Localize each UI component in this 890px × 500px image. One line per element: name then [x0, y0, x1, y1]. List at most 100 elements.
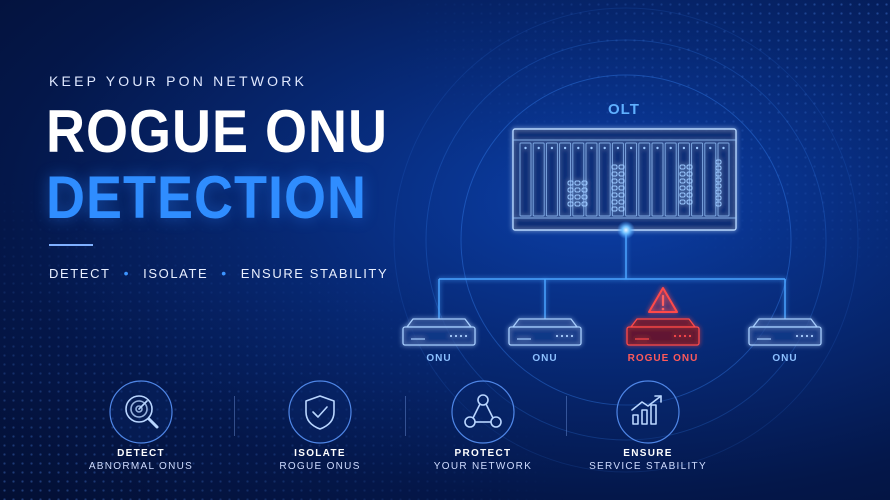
olt-led — [550, 146, 554, 150]
olt-slots — [519, 142, 730, 217]
olt-port — [581, 201, 588, 207]
olt-port — [686, 185, 693, 191]
olt-port — [715, 189, 722, 195]
olt-port — [611, 171, 618, 177]
olt-line-card — [625, 142, 638, 217]
olt-port — [686, 192, 693, 198]
olt-port — [618, 178, 625, 184]
olt-port — [686, 199, 693, 205]
olt-port — [679, 178, 686, 184]
olt-line-card — [585, 142, 598, 217]
olt-led — [643, 146, 646, 150]
olt-port — [679, 171, 686, 177]
olt-line-card — [545, 142, 558, 217]
rogue-onu-device — [626, 318, 700, 346]
olt-port — [581, 194, 588, 200]
olt-port — [686, 178, 693, 184]
tagline-ensure: ENSURE STABILITY — [240, 265, 389, 281]
olt-port — [715, 183, 722, 189]
olt-led — [524, 146, 527, 150]
feature-detect-subtitle: ABNORMAL ONUS — [88, 461, 194, 472]
halo-arc-middle — [425, 39, 827, 441]
olt-port — [618, 206, 625, 212]
olt-led — [682, 146, 686, 150]
olt-port — [679, 185, 686, 191]
feature-icon-ring-3 — [451, 380, 515, 444]
tagline-isolate: ISOLATE — [143, 265, 209, 281]
olt-led — [669, 146, 672, 150]
olt-line-card — [572, 142, 585, 217]
olt-port — [611, 192, 618, 198]
kicker-text: KEEP YOUR PON NETWORK — [49, 73, 308, 89]
onu-label-2: ONU — [532, 353, 558, 364]
olt-port — [715, 195, 722, 201]
olt-port — [679, 199, 686, 205]
feature-separator — [405, 396, 406, 436]
rogue-onu-label: ROGUE ONU — [627, 353, 699, 364]
olt-led — [656, 146, 659, 150]
olt-led — [709, 146, 712, 150]
olt-port — [618, 171, 625, 177]
olt-port — [686, 164, 693, 170]
olt-port — [611, 185, 618, 191]
olt-port — [618, 199, 625, 205]
halo-arc-outer — [393, 7, 859, 473]
olt-port — [679, 192, 686, 198]
olt-port — [618, 192, 625, 198]
olt-port — [715, 201, 722, 207]
olt-port — [715, 177, 722, 183]
onu-device — [508, 318, 582, 346]
olt-line-card — [519, 142, 532, 217]
feature-separator — [566, 396, 567, 436]
onu-device — [748, 318, 822, 346]
olt-line-card — [717, 142, 730, 217]
olt-led — [603, 146, 606, 150]
olt-chassis — [512, 128, 737, 231]
tagline-detect: DETECT — [49, 265, 111, 281]
fiber-links — [438, 230, 786, 319]
feature-ensure-title: ENSURE — [623, 448, 673, 459]
network-nodes-icon — [464, 394, 502, 428]
olt-port — [611, 206, 618, 212]
headline-line-1: ROGUE ONU — [46, 98, 389, 166]
feature-isolate-title: ISOLATE — [294, 448, 346, 459]
olt-led — [590, 146, 593, 150]
feature-isolate-subtitle: ROGUE ONUS — [279, 461, 361, 472]
headline-line-2: DETECTION — [46, 164, 368, 232]
olt-ports — [567, 159, 722, 212]
olt-line-card — [651, 142, 664, 217]
tagline-bullet: • — [221, 265, 228, 281]
feature-icon-ring-2 — [288, 380, 352, 444]
olt-port — [574, 201, 581, 207]
growth-chart-icon — [631, 395, 662, 425]
tagline-bullet: • — [123, 265, 131, 281]
onu-label-1: ONU — [426, 353, 452, 364]
olt-led — [629, 146, 633, 150]
olt-port — [715, 171, 722, 177]
olt-port — [611, 178, 618, 184]
olt-line-card — [598, 142, 611, 217]
olt-led — [577, 146, 580, 150]
warning-icon — [648, 287, 678, 313]
olt-port — [574, 180, 581, 186]
feature-detect-title: DETECT — [117, 448, 165, 459]
olt-port — [574, 187, 581, 193]
feature-protect-title: PROTECT — [454, 448, 512, 459]
olt-line-card — [664, 142, 677, 217]
feature-separator — [234, 396, 235, 436]
shield-check-icon — [305, 395, 335, 430]
onu-device — [402, 318, 476, 346]
headline-divider — [49, 244, 93, 246]
olt-port — [618, 164, 625, 170]
onu-label-4: ONU — [772, 353, 798, 364]
olt-port — [611, 164, 618, 170]
olt-port — [611, 199, 618, 205]
olt-port — [567, 187, 574, 193]
olt-port — [567, 201, 574, 207]
feature-icon-ring-4 — [616, 380, 680, 444]
tagline-row: DETECT • ISOLATE • ENSURE STABILITY — [49, 265, 388, 281]
olt-port-glow — [617, 221, 635, 239]
olt-line-card — [532, 142, 545, 217]
olt-port — [715, 165, 722, 171]
